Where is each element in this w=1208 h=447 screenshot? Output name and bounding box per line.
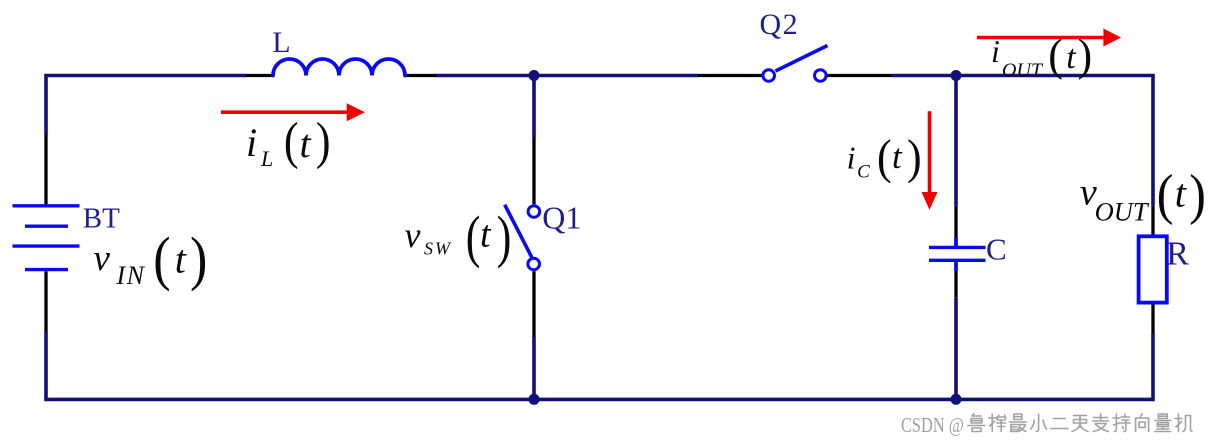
svg-text:): ): [907, 130, 922, 183]
svg-text:(: (: [284, 113, 299, 170]
svg-text:CSDN @: CSDN @: [901, 414, 964, 437]
svg-text:OUT: OUT: [1095, 197, 1150, 227]
svg-text:SW: SW: [424, 239, 452, 259]
svg-text:Q1: Q1: [542, 200, 581, 236]
svg-text:t: t: [300, 121, 312, 166]
svg-text:(: (: [1157, 163, 1174, 225]
svg-text:): ): [190, 226, 207, 293]
svg-text:(: (: [877, 130, 892, 183]
svg-text:i: i: [991, 33, 1000, 69]
svg-text:i: i: [246, 120, 257, 165]
svg-text:t: t: [480, 214, 492, 256]
svg-text:): ): [316, 113, 331, 170]
svg-text:C: C: [857, 162, 870, 183]
svg-text:t: t: [1066, 39, 1077, 76]
svg-text:v: v: [1080, 172, 1097, 214]
svg-text:L: L: [260, 146, 273, 171]
svg-text:BT: BT: [83, 203, 120, 235]
svg-text:(: (: [153, 226, 170, 293]
svg-text:): ): [1189, 163, 1206, 225]
svg-text:Q2: Q2: [760, 8, 800, 41]
svg-text:C: C: [986, 232, 1007, 267]
svg-text:t: t: [175, 237, 187, 282]
svg-text:t: t: [892, 137, 903, 176]
svg-text:t: t: [1175, 171, 1187, 216]
svg-text:): ): [1078, 29, 1093, 80]
svg-text:OUT: OUT: [1002, 60, 1044, 82]
svg-text:v: v: [94, 238, 111, 279]
svg-text:(: (: [466, 205, 481, 269]
svg-text:IN: IN: [116, 261, 146, 290]
svg-text:L: L: [272, 26, 290, 59]
svg-text:R: R: [1166, 236, 1189, 273]
svg-text:): ): [497, 205, 512, 269]
svg-text:v: v: [405, 215, 421, 255]
svg-text:(: (: [1048, 29, 1063, 80]
svg-text:i: i: [847, 139, 856, 175]
